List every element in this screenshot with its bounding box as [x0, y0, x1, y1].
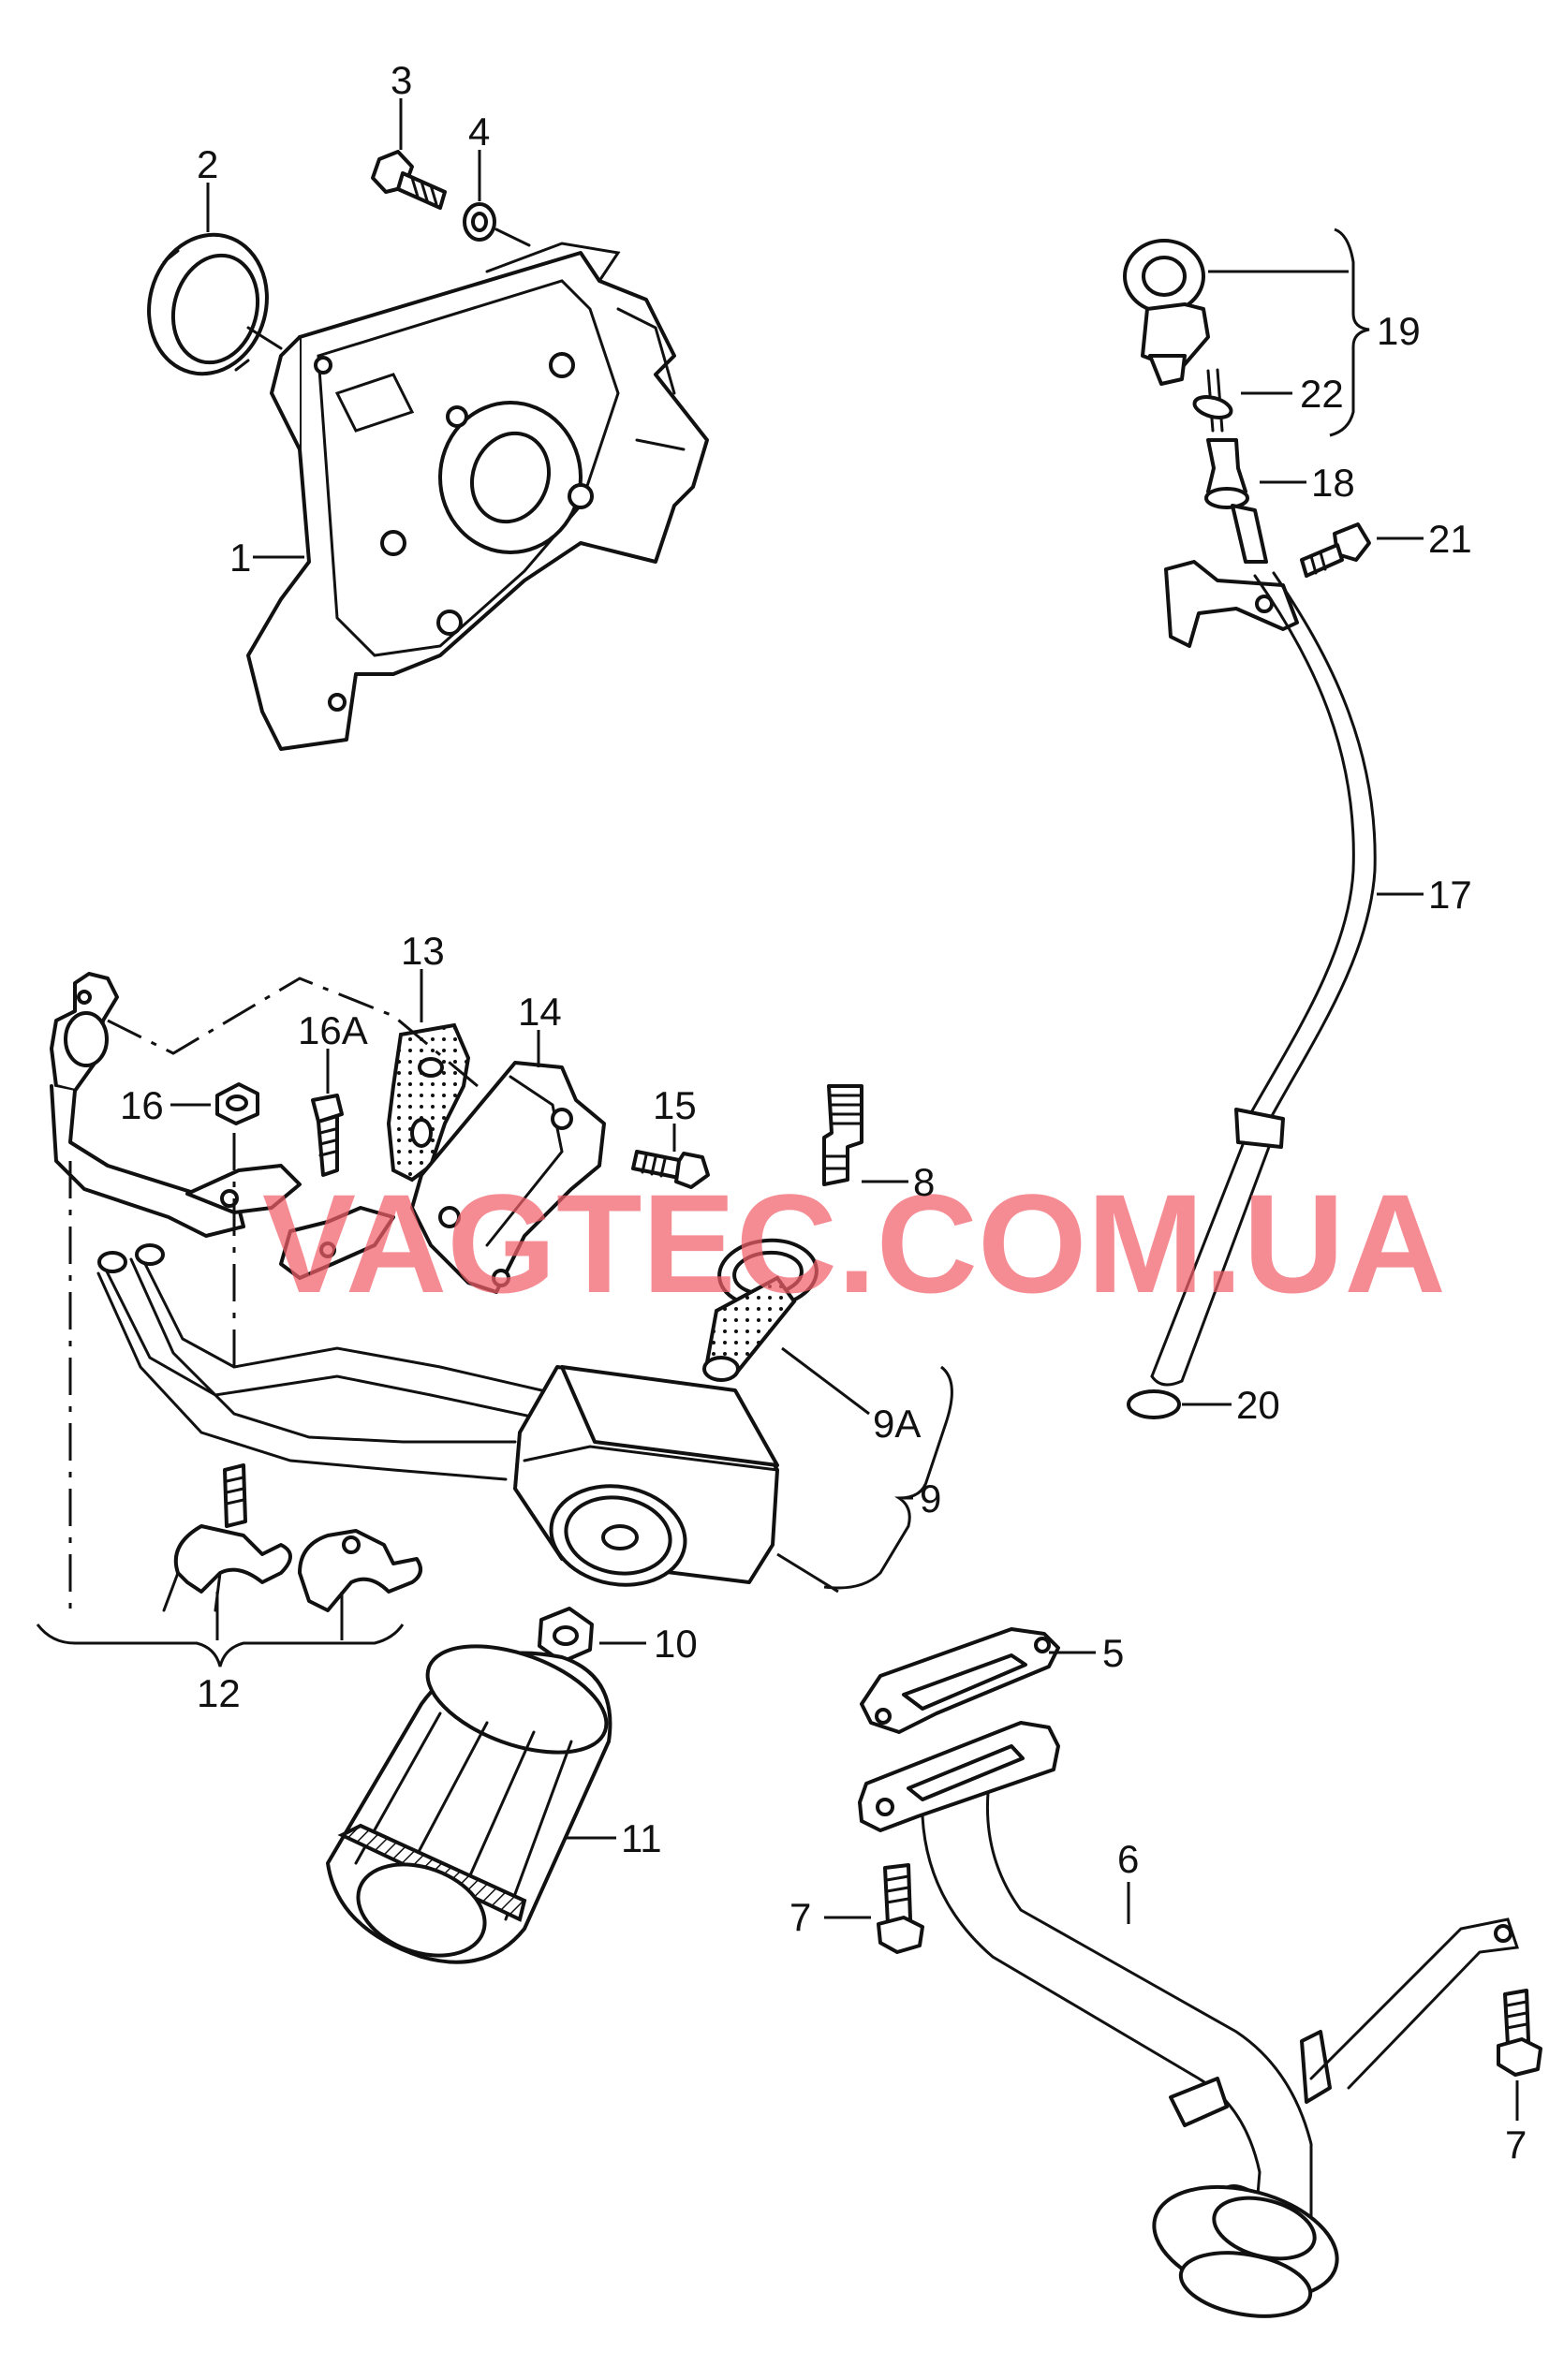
washer-4 — [463, 202, 496, 242]
bolt-3 — [371, 150, 447, 210]
o-ring-20 — [1127, 1389, 1181, 1419]
bolt-16A — [311, 1094, 344, 1177]
callout-3: 3 — [391, 58, 412, 102]
oil-cooler-9 — [513, 1365, 779, 1587]
callout-4: 4 — [468, 110, 490, 154]
bolt-7b — [1497, 1989, 1542, 2077]
bracket-19 — [1329, 228, 1370, 437]
stud-8 — [822, 1084, 863, 1186]
callout-9: 9 — [920, 1476, 941, 1521]
callout-21: 21 — [1428, 517, 1472, 561]
oil-filter-11 — [326, 1644, 612, 1964]
mounting-bracket-12 — [50, 972, 395, 1280]
callout-10: 10 — [654, 1622, 698, 1666]
callout-labels: 1 2 3 4 5 6 7 7 8 9 9A 10 11 12 13 14 15… — [120, 58, 1527, 2167]
callout-22: 22 — [1300, 372, 1344, 416]
callout-7b: 7 — [1505, 2123, 1527, 2167]
centerline-bracket — [107, 977, 479, 1088]
oil-pump-housing — [246, 242, 709, 751]
nut-10 — [538, 1607, 594, 1664]
callout-6: 6 — [1117, 1837, 1139, 1881]
callout-11: 11 — [621, 1816, 662, 1860]
callout-18: 18 — [1311, 461, 1355, 505]
leader-9A — [781, 1346, 870, 1416]
callout-1: 1 — [229, 536, 251, 580]
clamp-12b — [298, 1529, 422, 1612]
callout-12: 12 — [197, 1671, 241, 1715]
callout-13: 13 — [401, 929, 445, 973]
callout-7a: 7 — [789, 1895, 811, 1939]
callout-19: 19 — [1377, 309, 1421, 353]
bracket-9 — [776, 1365, 953, 1594]
bolt-15 — [631, 1150, 710, 1189]
callout-20: 20 — [1236, 1383, 1280, 1427]
bracket-12 — [36, 1623, 405, 1667]
callout-5: 5 — [1102, 1631, 1124, 1675]
nut-16 — [215, 1082, 259, 1125]
callout-2: 2 — [197, 142, 218, 186]
callout-15: 15 — [653, 1083, 697, 1127]
gasket-5 — [860, 1627, 1060, 1734]
callout-14: 14 — [518, 990, 562, 1034]
callout-16A: 16A — [298, 1008, 368, 1052]
bolt-7a — [877, 1863, 924, 1954]
callout-17: 17 — [1428, 873, 1472, 917]
watermark: VAGTEC.COM.UA — [262, 1165, 1446, 1322]
callout-9A: 9A — [873, 1402, 921, 1446]
filter-screen-9A — [702, 1238, 819, 1382]
oil-pickup-6 — [858, 1721, 1520, 2318]
seal-ring — [147, 232, 269, 376]
dipstick-assembly — [1123, 239, 1377, 1387]
bolt-21 — [1300, 522, 1371, 578]
callout-8: 8 — [913, 1160, 935, 1204]
bracket-14 — [410, 1061, 606, 1294]
callout-16: 16 — [120, 1083, 164, 1127]
clamp-12a — [162, 1463, 292, 1612]
